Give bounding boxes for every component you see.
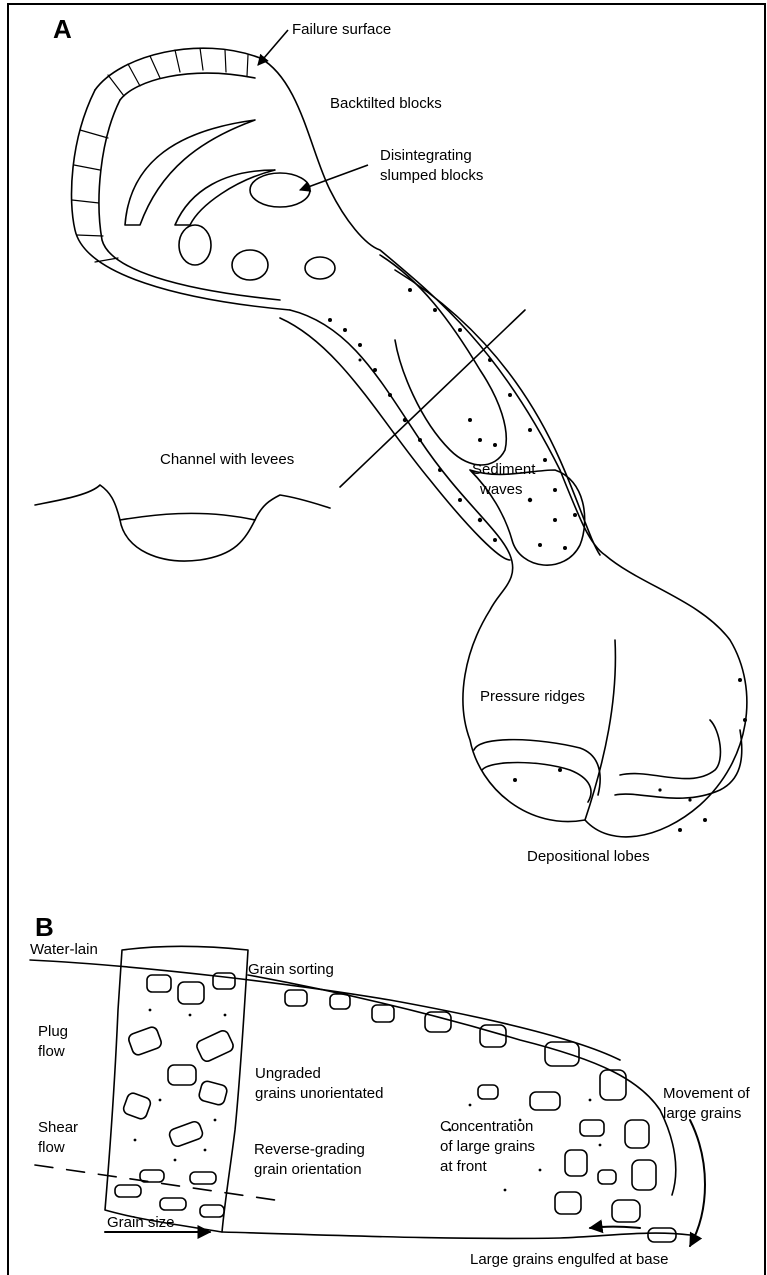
engulf-arrow bbox=[590, 1227, 640, 1229]
label-depositional-lobes: Depositional lobes bbox=[527, 847, 650, 866]
label-pressure-ridges: Pressure ridges bbox=[480, 687, 585, 706]
panel-a-letter: A bbox=[53, 14, 72, 45]
panel-b-grains bbox=[115, 973, 676, 1242]
pressure-ridge-3 bbox=[615, 730, 742, 798]
slumped-block-2 bbox=[179, 225, 211, 265]
left-levee bbox=[280, 318, 510, 560]
slide-body-right bbox=[260, 58, 747, 837]
channel-inner-fill bbox=[120, 513, 255, 520]
slumped-block-4 bbox=[305, 257, 335, 279]
label-water-lain: Water-lain bbox=[30, 940, 98, 959]
lobe-split bbox=[585, 640, 615, 820]
label-large-grains: large grains bbox=[663, 1104, 741, 1123]
label-concentration: Concentration bbox=[440, 1117, 533, 1136]
label-sediment: Sediment bbox=[472, 460, 535, 479]
slumped-block-3 bbox=[232, 250, 268, 280]
slide-body-left bbox=[290, 310, 585, 822]
label-channel-with-levees: Channel with levees bbox=[160, 450, 294, 469]
movement-arrow bbox=[690, 1120, 705, 1246]
label-failure-surface: Failure surface bbox=[292, 20, 391, 39]
label-disintegrating: Disintegrating bbox=[380, 146, 472, 165]
failure-scarp-outer bbox=[95, 48, 260, 90]
backtilted-arc-1 bbox=[125, 120, 255, 225]
slumped-blocks-leader bbox=[300, 165, 368, 190]
failure-surface-leader bbox=[258, 30, 288, 65]
label-shear: Shear bbox=[38, 1118, 78, 1137]
label-grain-orientation: grain orientation bbox=[254, 1160, 362, 1179]
label-grains-unorientated: grains unorientated bbox=[255, 1084, 383, 1103]
pressure-ridge-1 bbox=[482, 763, 591, 803]
channel-cross-section bbox=[35, 485, 330, 561]
panel-a-speckle bbox=[328, 288, 747, 832]
label-at-front: at front bbox=[440, 1157, 487, 1176]
pressure-ridge-4 bbox=[620, 720, 720, 779]
label-slumped-blocks: slumped blocks bbox=[380, 166, 483, 185]
panel-b-letter: B bbox=[35, 912, 54, 943]
label-plug: Plug bbox=[38, 1022, 68, 1041]
label-backtilted-blocks: Backtilted blocks bbox=[330, 94, 442, 113]
label-large-grains-engulfed: Large grains engulfed at base bbox=[470, 1250, 668, 1269]
channel-inner-right bbox=[395, 270, 600, 555]
failure-scarp-band bbox=[120, 73, 255, 100]
label-waves: waves bbox=[480, 480, 523, 499]
failure-scarp-band-left bbox=[99, 100, 280, 300]
label-of-large-grains: of large grains bbox=[440, 1137, 535, 1156]
channel-inner-left bbox=[380, 255, 506, 465]
label-movement-of: Movement of bbox=[663, 1084, 750, 1103]
label-grain-sorting: Grain sorting bbox=[248, 960, 334, 979]
label-shear-flow: flow bbox=[38, 1138, 65, 1157]
flow-base bbox=[222, 1232, 690, 1238]
label-reverse-grading: Reverse-grading bbox=[254, 1140, 365, 1159]
failure-scarp-inner bbox=[72, 90, 290, 310]
label-grain-size: Grain size bbox=[107, 1213, 175, 1232]
backtilted-arc-2 bbox=[175, 170, 275, 225]
label-ungraded: Ungraded bbox=[255, 1064, 321, 1083]
label-plug-flow: flow bbox=[38, 1042, 65, 1061]
